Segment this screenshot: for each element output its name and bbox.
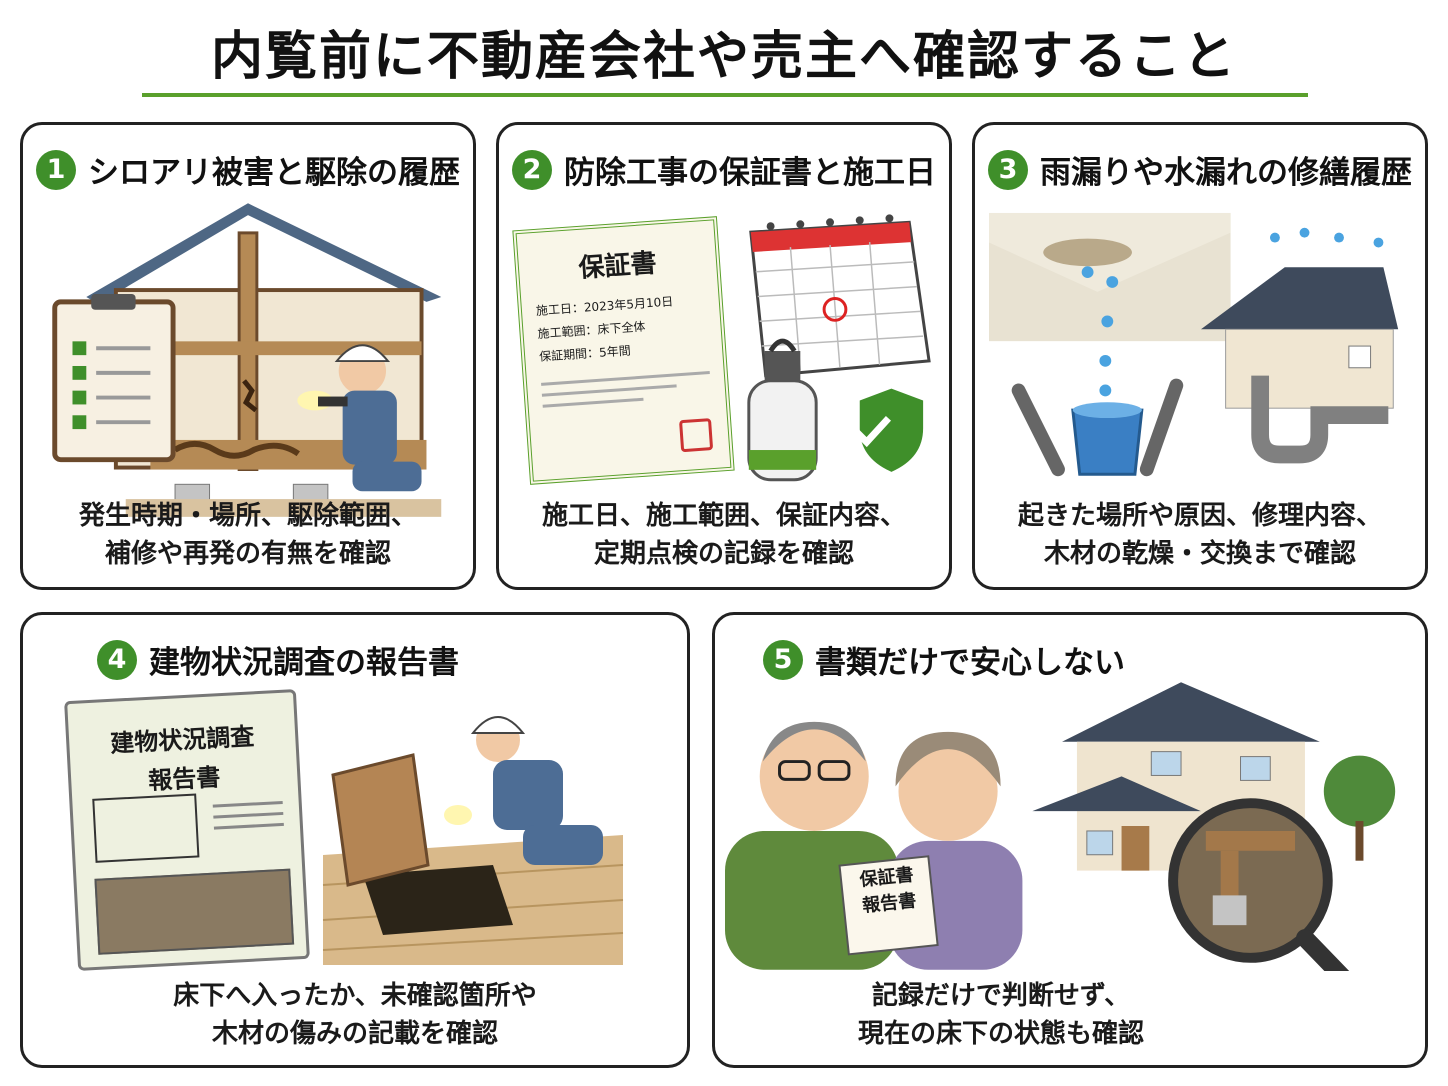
house-roof-icon [1200, 267, 1399, 409]
card-warranty-certificate: 2 防除工事の保証書と施工日 保証書 施工日：2023年5月10日 施工範囲：床… [496, 122, 952, 590]
floor-plan-icon [92, 793, 200, 863]
certificate-line: 保証期間：5年間 [538, 343, 632, 364]
desc-line-1: 床下へ入ったか、未確認箇所や [173, 981, 537, 1011]
house-inspection-icon [37, 203, 459, 587]
card-header: 3 雨漏りや水漏れの修繕履歴 [975, 147, 1425, 192]
calendar-sprayer-illustration [731, 211, 935, 491]
desc-line-2: 定期点検の記録を確認 [593, 539, 854, 569]
certificate-heading: 保証書 [577, 248, 658, 284]
crawlspace-inspection-illustration [319, 685, 627, 965]
card-termite-history: 1 シロアリ被害と駆除の履歴 [20, 122, 476, 590]
card-description: 施工日、施工範囲、保証内容、 定期点検の記録を確認 [499, 497, 949, 573]
report-text-lines [212, 793, 284, 838]
card-description: 床下へ入ったか、未確認箇所や 木材の傷みの記載を確認 [23, 977, 687, 1053]
desc-line-1: 記録だけで判断せず、 [871, 981, 1131, 1011]
pipe-icon [1251, 375, 1389, 464]
title-underline [142, 93, 1308, 97]
documents-held [838, 855, 939, 956]
card-description: 記録だけで判断せず、 現在の床下の状態も確認 [715, 977, 1287, 1053]
desc-line-2: 木材の乾燥・交換まで確認 [1043, 539, 1356, 569]
calendar-icon [749, 214, 931, 378]
water-drop-icon [1081, 227, 1384, 397]
card-inspection-report: 4 建物状況調査の報告書 建物状況調査 報告書 [20, 612, 690, 1068]
card-description: 起きた場所や原因、修理内容、 木材の乾燥・交換まで確認 [975, 497, 1425, 573]
card-title: シロアリ被害と駆除の履歴 [88, 155, 460, 191]
card-description: 発生時期・場所、駆除範囲、 補修や再発の有無を確認 [23, 497, 473, 573]
card-title: 書類だけで安心しない [815, 645, 1125, 681]
shield-check-icon [852, 388, 924, 472]
card-title: 防除工事の保証書と施工日 [564, 155, 936, 191]
card-header: 4 建物状況調査の報告書 [23, 637, 687, 682]
tree-icon [1323, 755, 1396, 827]
wrench-icon [1011, 378, 1184, 477]
warranty-certificate: 保証書 施工日：2023年5月10日 施工範囲：床下全体 保証期間：5年間 [512, 216, 735, 485]
water-stain [1043, 238, 1132, 267]
desc-line-1: 施工日、施工範囲、保証内容、 [541, 501, 906, 531]
crawlspace-photo [94, 868, 295, 955]
step-number-badge: 2 [512, 149, 552, 190]
bucket-icon [1071, 402, 1144, 476]
desc-line-1: 発生時期・場所、駆除範囲、 [78, 501, 417, 531]
inspector-icon [444, 716, 603, 865]
documents-label: 保証書 報告書 [841, 860, 936, 921]
inspection-report-document: 建物状況調査 報告書 [64, 689, 310, 971]
desc-line-2: 補修や再発の有無を確認 [104, 539, 391, 569]
termite-inspection-illustration [37, 203, 459, 587]
card-leak-repair-history: 3 雨漏りや水漏れの修繕履歴 [972, 122, 1428, 590]
desc-line-2: 現在の床下の状態も確認 [857, 1019, 1144, 1049]
card-header: 5 書類だけで安心しない [715, 637, 1425, 682]
step-number-badge: 5 [763, 639, 803, 680]
step-number-badge: 4 [97, 639, 137, 680]
card-header: 2 防除工事の保証書と施工日 [499, 147, 949, 192]
couple-house-illustration [725, 681, 1415, 971]
desc-line-1: 起きた場所や原因、修理内容、 [1017, 501, 1382, 531]
desc-line-2: 木材の傷みの記載を確認 [211, 1019, 498, 1049]
card-title: 建物状況調査の報告書 [149, 645, 459, 681]
step-number-badge: 1 [36, 149, 76, 190]
seal-stamp-icon [679, 418, 714, 453]
step-number-badge: 3 [988, 149, 1028, 190]
floor-hatch-opening [363, 865, 513, 935]
pressure-sprayer-icon [747, 338, 818, 482]
magnifying-glass-icon [1168, 798, 1350, 971]
card-title: 雨漏りや水漏れの修繕履歴 [1040, 155, 1412, 191]
hatch-lid [331, 753, 430, 887]
card-header: 1 シロアリ被害と駆除の履歴 [23, 147, 473, 192]
certificate-text-lines [541, 371, 711, 408]
page-title: 内覧前に不動産会社や売主へ確認すること [210, 27, 1237, 87]
card-dont-rely-on-documents: 5 書類だけで安心しない [712, 612, 1428, 1068]
leak-repair-illustration [989, 211, 1411, 491]
